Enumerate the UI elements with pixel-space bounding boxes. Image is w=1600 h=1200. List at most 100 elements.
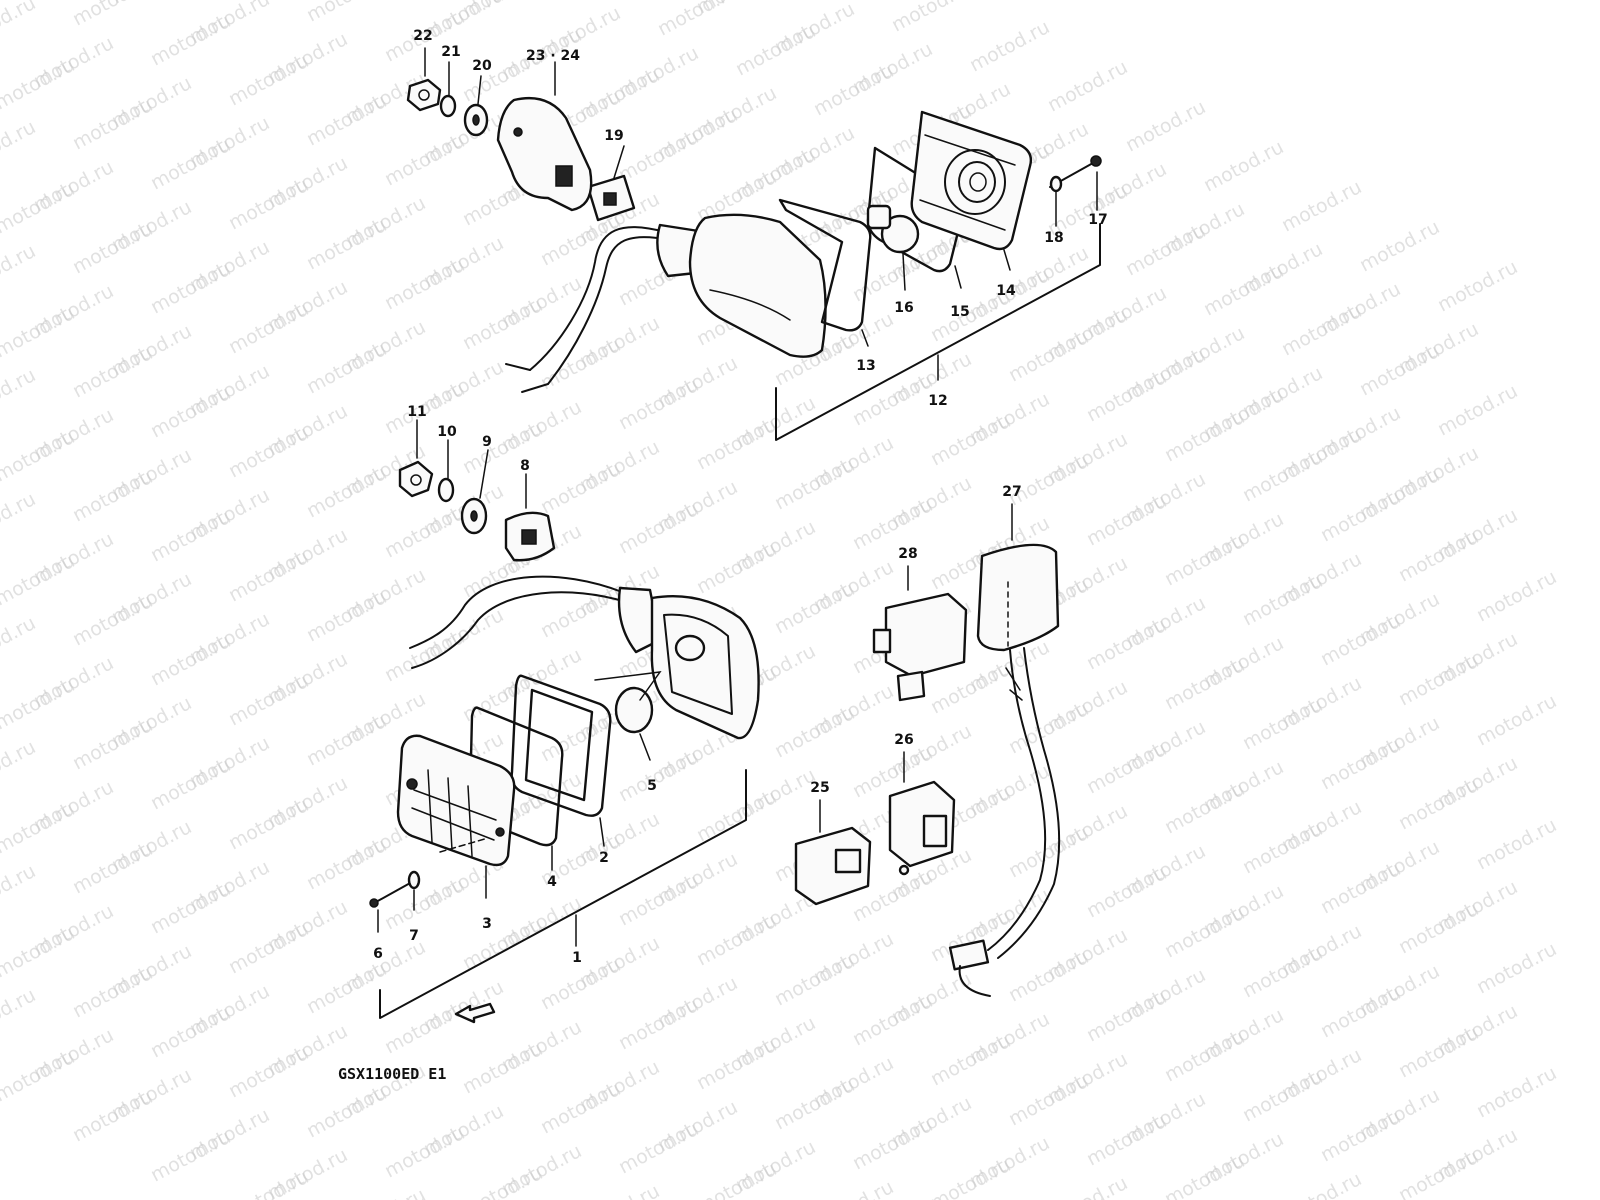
watermark-text: motod.ru bbox=[1356, 216, 1443, 276]
callout-4: 4 bbox=[547, 874, 557, 890]
watermark-text: motod.ru bbox=[303, 462, 390, 522]
watermark-text: motod.ru bbox=[69, 94, 156, 154]
watermark-text: motod.ru bbox=[537, 1078, 624, 1138]
callout-5: 5 bbox=[647, 778, 657, 794]
watermark-text: motod.ru bbox=[1317, 982, 1404, 1042]
watermark-text: motod.ru bbox=[849, 1114, 936, 1174]
watermark-text: motod.ru bbox=[69, 714, 156, 774]
watermark-text: motod.ru bbox=[1005, 450, 1092, 510]
watermark-text: motod.ru bbox=[654, 0, 741, 40]
callout-21: 21 bbox=[441, 44, 460, 60]
watermark-text: motod.ru bbox=[615, 870, 702, 930]
watermark-text: motod.ru bbox=[615, 498, 702, 558]
watermark-text: motod.ru bbox=[849, 246, 936, 306]
watermark-text: motod.ru bbox=[0, 860, 39, 920]
watermark-text: motod.ru bbox=[1473, 1062, 1560, 1122]
watermark-text: motod.ru bbox=[1083, 614, 1170, 674]
watermark-text: motod.ru bbox=[1005, 946, 1092, 1006]
watermark-text: motod.ru bbox=[459, 294, 546, 354]
watermark-text: motod.ru bbox=[381, 502, 468, 562]
watermark-text: motod.ru bbox=[1044, 56, 1131, 116]
watermark-text: motod.ru bbox=[1317, 486, 1404, 546]
watermark-text: motod.ru bbox=[69, 838, 156, 898]
watermark-text: motod.ru bbox=[225, 422, 312, 482]
watermark-text: motod.ru bbox=[1239, 446, 1326, 506]
watermark-text: motod.ru bbox=[69, 590, 156, 650]
watermark-text: motod.ru bbox=[1239, 942, 1326, 1002]
watermark-text: motod.ru bbox=[381, 626, 468, 686]
watermark-text: motod.ru bbox=[381, 1122, 468, 1182]
callout-6: 6 bbox=[373, 946, 383, 962]
watermark-text: motod.ru bbox=[693, 910, 780, 970]
watermark-text: motod.ru bbox=[1278, 1168, 1365, 1200]
watermark-text: motod.ru bbox=[615, 994, 702, 1054]
watermark-text: motod.ru bbox=[1395, 898, 1482, 958]
watermark-text: motod.ru bbox=[771, 578, 858, 638]
watermark-text: motod.ru bbox=[1473, 938, 1560, 998]
watermark-text: motod.ru bbox=[0, 1046, 78, 1106]
watermark-text: motod.ru bbox=[771, 702, 858, 762]
callout-20: 20 bbox=[472, 58, 492, 74]
watermark-text: motod.ru bbox=[615, 1118, 702, 1178]
watermark-text: motod.ru bbox=[69, 962, 156, 1022]
watermark-text: motod.ru bbox=[1005, 326, 1092, 386]
watermark-text: motod.ru bbox=[810, 1176, 897, 1200]
watermark-text: motod.ru bbox=[0, 0, 39, 52]
callout-23-24: 23 · 24 bbox=[526, 48, 580, 64]
watermark-text: motod.ru bbox=[69, 1086, 156, 1146]
watermark-text: motod.ru bbox=[381, 254, 468, 314]
watermark-text: motod.ru bbox=[537, 582, 624, 642]
watermark-text: motod.ru bbox=[1083, 738, 1170, 798]
watermark-text: motod.ru bbox=[225, 546, 312, 606]
watermark-text: motod.ru bbox=[459, 418, 546, 478]
watermark-text: motod.ru bbox=[225, 918, 312, 978]
watermark-text: motod.ru bbox=[615, 374, 702, 434]
watermark-text: motod.ru bbox=[147, 754, 234, 814]
watermark-text: motod.ru bbox=[225, 298, 312, 358]
watermark-text: motod.ru bbox=[927, 1154, 1014, 1200]
watermark-text: motod.ru bbox=[693, 1158, 780, 1200]
watermark-text: motod.ru bbox=[1239, 818, 1326, 878]
watermark-text: motod.ru bbox=[147, 878, 234, 938]
watermark-text: motod.ru bbox=[1083, 490, 1170, 550]
watermark-text: motod.ru bbox=[1161, 1026, 1248, 1086]
watermark-text: motod.ru bbox=[1122, 96, 1209, 156]
watermark-text: motod.ru bbox=[0, 54, 78, 114]
watermark-text: motod.ru bbox=[693, 1034, 780, 1094]
relay-parts bbox=[794, 503, 1061, 997]
watermark-text: motod.ru bbox=[1434, 380, 1521, 440]
watermark-text: motod.ru bbox=[1395, 650, 1482, 710]
watermark-text: motod.ru bbox=[147, 134, 234, 194]
watermark-text: motod.ru bbox=[225, 1166, 312, 1200]
callout-1: 1 bbox=[572, 950, 582, 966]
watermark-text: motod.ru bbox=[537, 210, 624, 270]
watermark-text: motod.ru bbox=[303, 90, 390, 150]
callout-10: 10 bbox=[437, 424, 457, 440]
watermark-text: motod.ru bbox=[0, 364, 39, 424]
watermark-text: motod.ru bbox=[381, 130, 468, 190]
watermark-text: motod.ru bbox=[732, 20, 819, 80]
watermark-text: motod.ru bbox=[147, 258, 234, 318]
watermark-text: motod.ru bbox=[459, 914, 546, 974]
watermark-text: motod.ru bbox=[225, 670, 312, 730]
watermark-text: motod.ru bbox=[849, 370, 936, 430]
callout-11: 11 bbox=[407, 404, 426, 420]
watermark-text: motod.ru bbox=[1239, 1066, 1326, 1126]
watermark-text: motod.ru bbox=[303, 338, 390, 398]
watermark-text: motod.ru bbox=[225, 794, 312, 854]
watermark-text: motod.ru bbox=[0, 488, 39, 548]
watermark-text: motod.ru bbox=[1395, 1146, 1482, 1200]
watermark-text: motod.ru bbox=[1083, 1110, 1170, 1170]
callout-7: 7 bbox=[409, 928, 419, 944]
watermark-text: motod.ru bbox=[225, 50, 312, 110]
callout-13: 13 bbox=[856, 358, 875, 374]
watermark-text: motod.ru bbox=[69, 466, 156, 526]
watermark-text: motod.ru bbox=[1083, 986, 1170, 1046]
watermark-text: motod.ru bbox=[0, 550, 78, 610]
watermark-text: motod.ru bbox=[342, 1184, 429, 1200]
watermark-text: motod.ru bbox=[1122, 220, 1209, 280]
watermark-text: motod.ru bbox=[147, 506, 234, 566]
watermark-text: motod.ru bbox=[69, 0, 156, 30]
watermark-text: motod.ru bbox=[381, 998, 468, 1058]
